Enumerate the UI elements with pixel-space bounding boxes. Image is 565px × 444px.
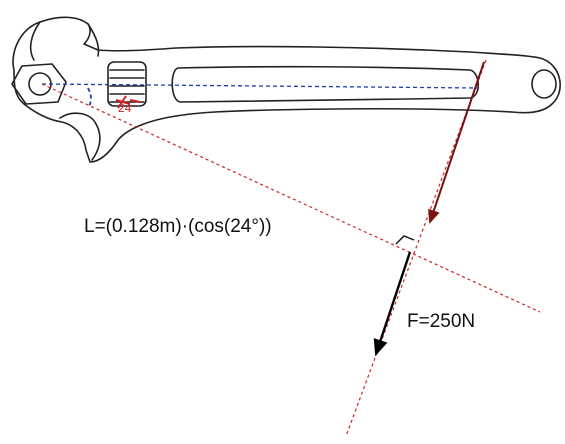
handle-slot — [171, 65, 480, 103]
applied-force-arrow — [428, 61, 485, 224]
wrench-head-outline — [12, 16, 561, 163]
angle-arc — [87, 87, 92, 109]
angle-mark-red — [115, 95, 141, 109]
handle-hole — [531, 69, 557, 99]
lever-arm-line — [41, 83, 541, 313]
handle-axis-line — [41, 83, 479, 89]
worm-gear — [107, 61, 147, 107]
angle-value-label: 24 — [118, 101, 132, 115]
hex-nut — [11, 63, 67, 105]
right-angle-marker — [395, 235, 415, 245]
wrench — [11, 16, 561, 163]
lower-jaw — [59, 112, 101, 161]
nut-hole — [28, 72, 52, 96]
force-label: F=250N — [407, 311, 476, 332]
lever-arm-label: L=(0.128m)·(cos(24°)) — [84, 216, 272, 237]
force-vector-arrow — [373, 251, 412, 357]
upper-jaw — [29, 21, 100, 61]
